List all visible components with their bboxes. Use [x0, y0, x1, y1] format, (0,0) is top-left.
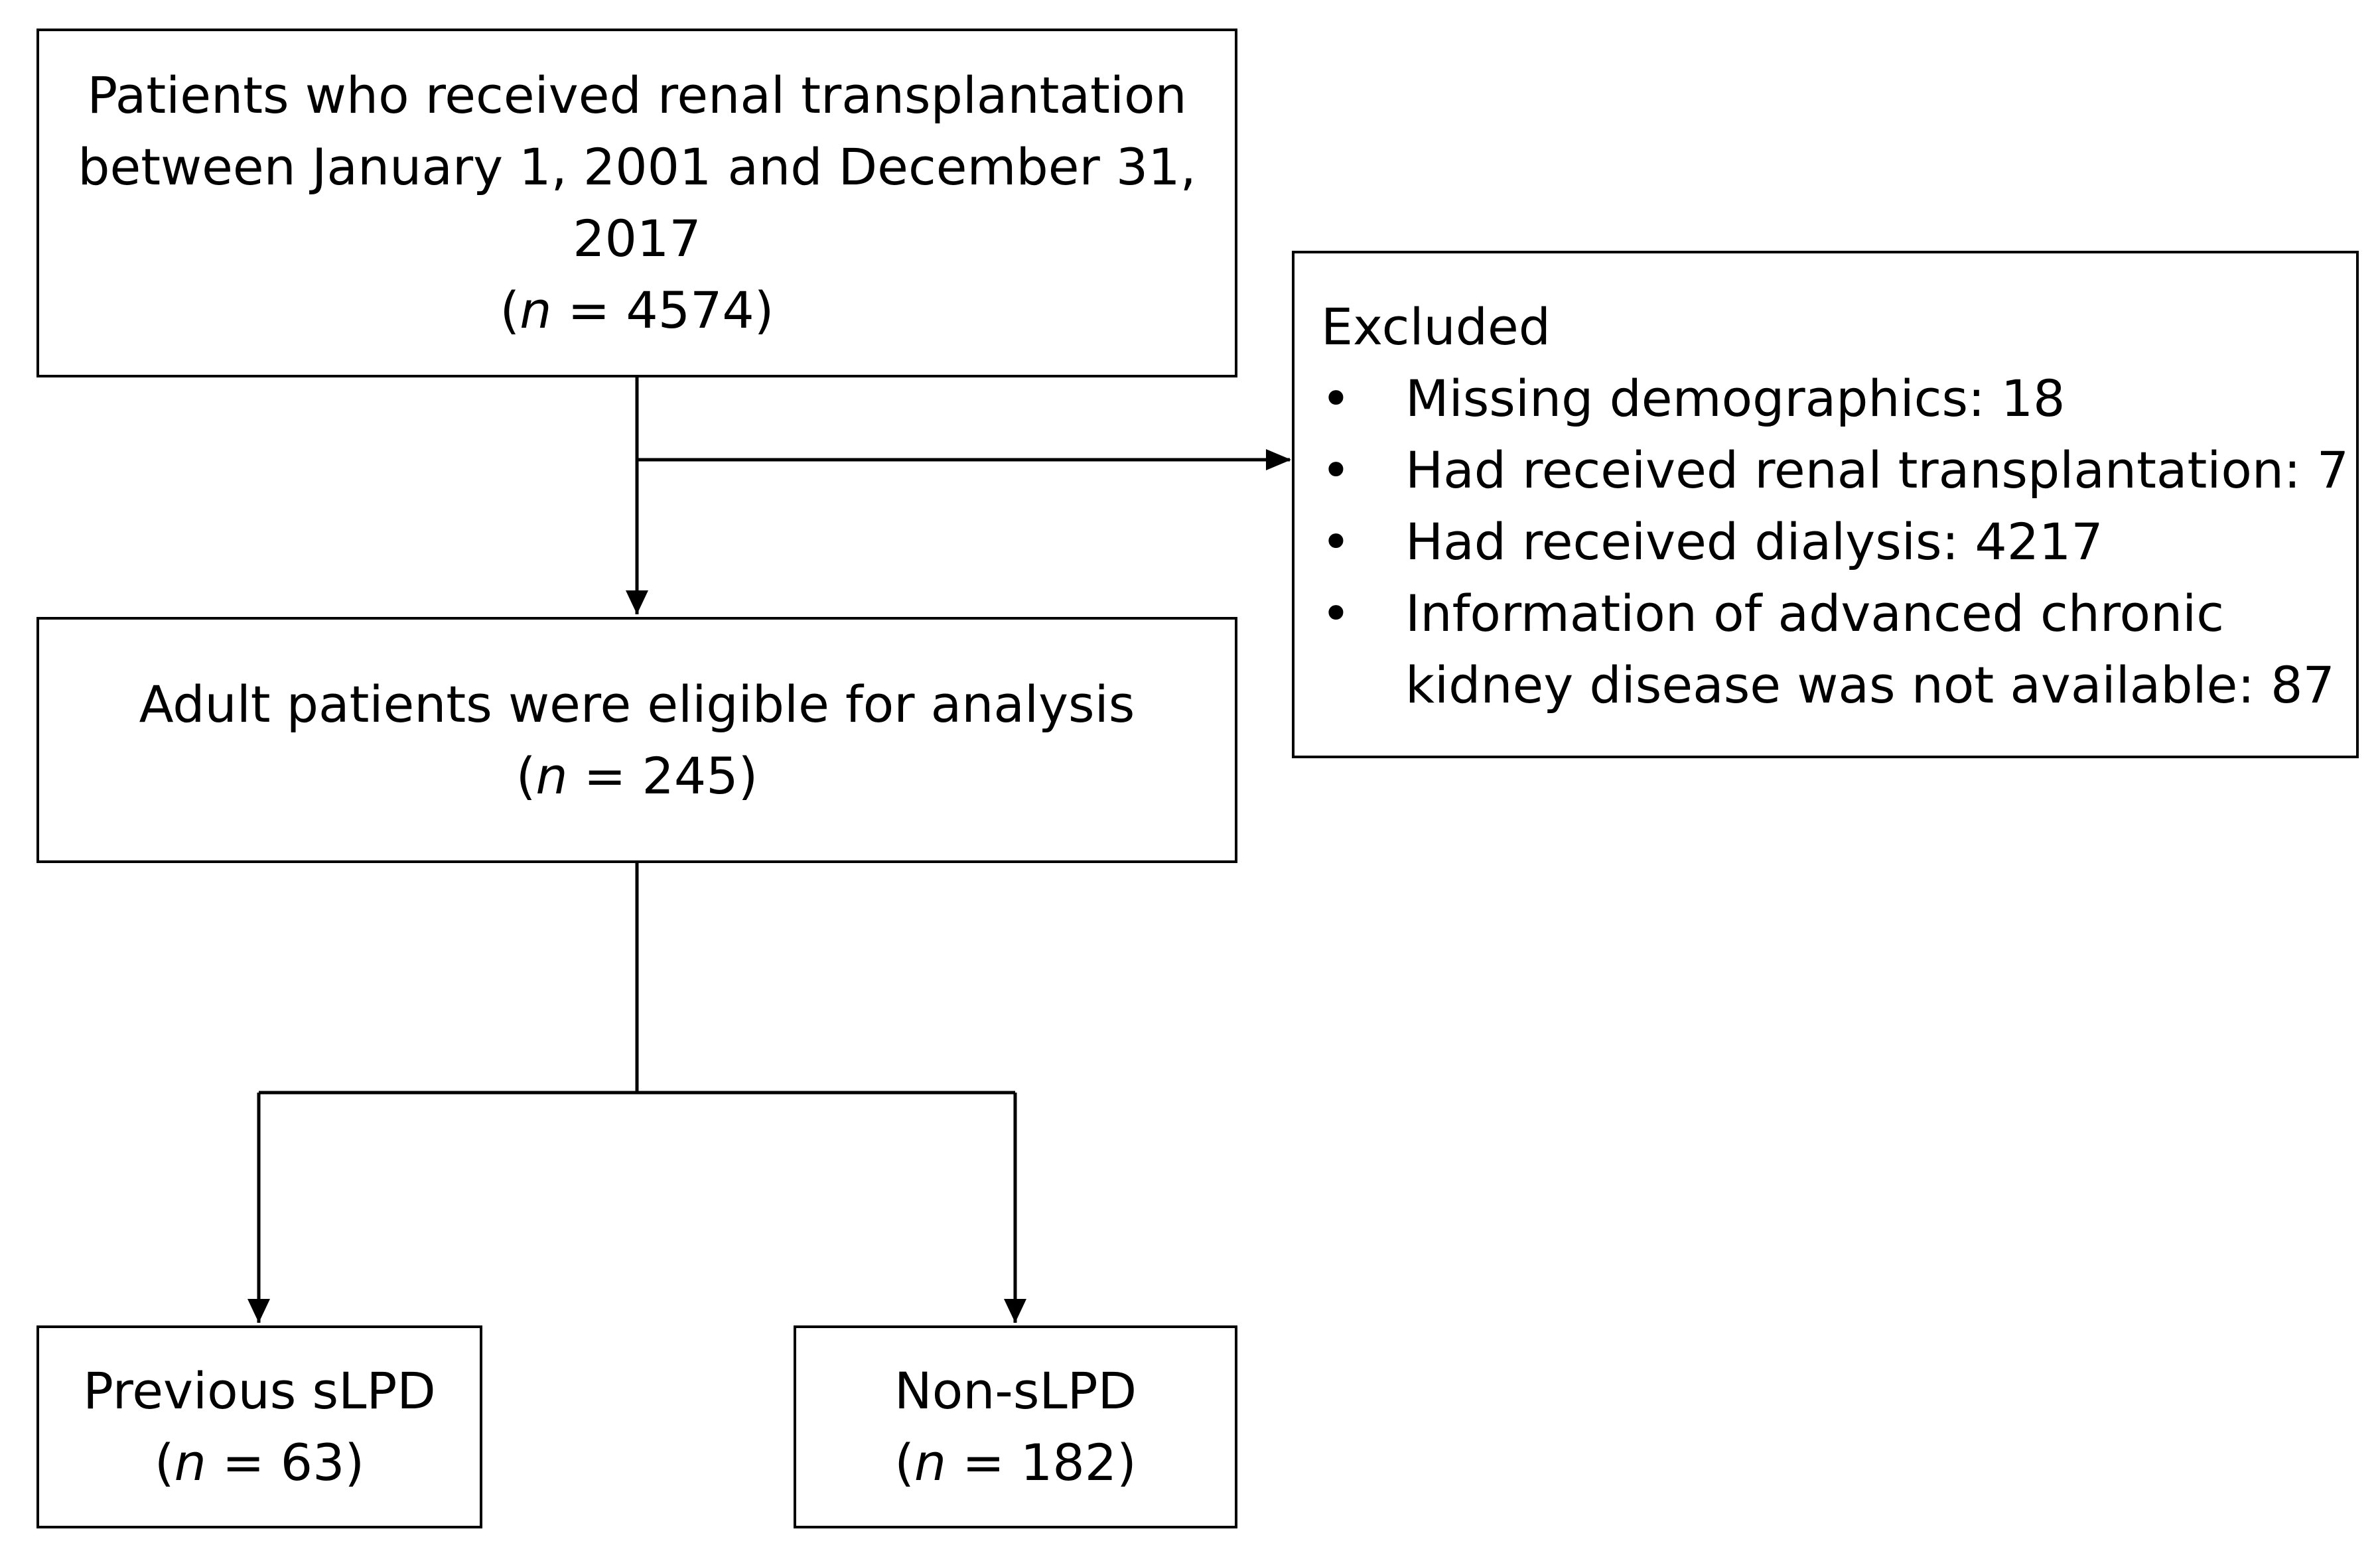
- source-count: (n = 4574): [500, 281, 774, 340]
- arrowhead-excluded: [1266, 449, 1291, 470]
- previous-slpd-label: Previous sLPD: [83, 1361, 436, 1420]
- non-slpd-count: (n = 182): [894, 1433, 1137, 1492]
- eligible-count: (n = 245): [516, 746, 758, 805]
- eligible-label: Adult patients were eligible for analysi…: [139, 674, 1135, 734]
- previous-slpd-box: Previous sLPD (n = 63): [36, 1325, 482, 1528]
- non-slpd-box: Non-sLPD (n = 182): [794, 1325, 1237, 1528]
- eligible-patients-box: Adult patients were eligible for analysi…: [36, 617, 1237, 863]
- source-line-2: between January 1, 2001 and December 31,: [78, 137, 1196, 196]
- excluded-box: Excluded • Missing demographics: 18 • Ha…: [1292, 251, 2359, 758]
- previous-slpd-count: (n = 63): [154, 1433, 365, 1492]
- excluded-item-dialysis: • Had received dialysis: 4217: [1321, 506, 2356, 578]
- arrowhead-previous-slpd: [247, 1299, 270, 1323]
- excluded-item-ckd-info-unavailable: • Information of advanced chronic kidney…: [1321, 578, 2356, 721]
- bullet-icon: •: [1321, 512, 1351, 571]
- arrowhead-eligible: [626, 590, 648, 614]
- excluded-list: • Missing demographics: 18 • Had receive…: [1321, 363, 2356, 721]
- excluded-title: Excluded: [1321, 297, 1551, 356]
- bullet-icon: •: [1321, 440, 1351, 500]
- bullet-icon: •: [1321, 584, 1351, 643]
- bullet-icon: •: [1321, 369, 1351, 428]
- source-line-1: Patients who received renal transplantat…: [87, 66, 1187, 125]
- excluded-item-missing-demographics: • Missing demographics: 18: [1321, 363, 2356, 435]
- excluded-item-prior-transplant: • Had received renal transplantation: 7: [1321, 435, 2356, 506]
- source-population-box: Patients who received renal transplantat…: [36, 29, 1237, 377]
- arrowhead-non-slpd: [1004, 1299, 1026, 1323]
- non-slpd-label: Non-sLPD: [894, 1361, 1137, 1420]
- source-line-3: 2017: [573, 209, 701, 268]
